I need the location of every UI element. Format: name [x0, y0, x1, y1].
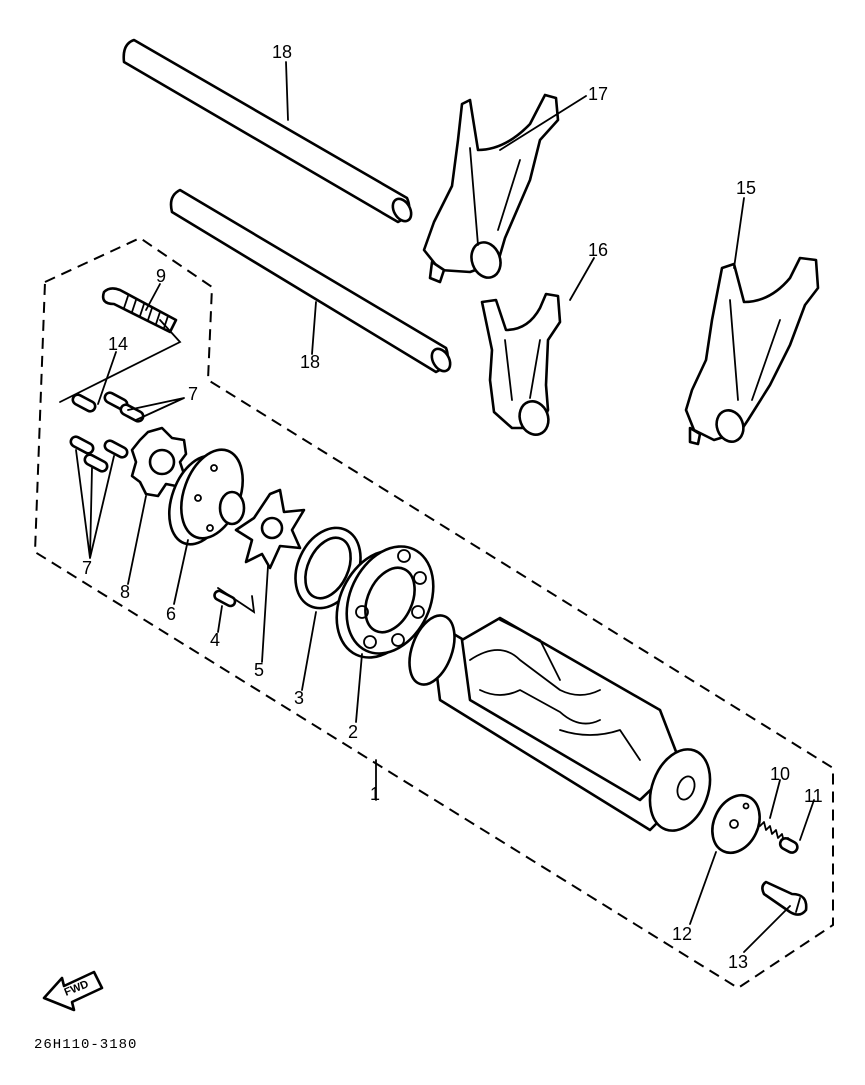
callout-5: 5 — [254, 660, 264, 680]
screw-13 — [761, 880, 808, 916]
callout-1: 1 — [370, 784, 380, 804]
callout-7-lower: 7 — [82, 558, 92, 578]
callout-9: 9 — [156, 266, 166, 286]
shift-drum-1 — [408, 614, 712, 832]
callout-16: 16 — [588, 240, 608, 260]
star-plate-5 — [234, 488, 306, 570]
pin-14 — [71, 393, 97, 413]
fork-guide-bar-bottom — [169, 188, 452, 374]
bearing-2 — [335, 545, 435, 659]
callout-8: 8 — [120, 582, 130, 602]
shift-fork-17 — [422, 93, 560, 284]
segment-8 — [130, 426, 188, 498]
shift-fork-15 — [684, 256, 820, 446]
callout-15: 15 — [736, 178, 756, 198]
callout-14: 14 — [108, 334, 128, 354]
pins-7-lower — [69, 435, 129, 473]
plunger-11 — [778, 836, 799, 854]
callout-13: 13 — [728, 952, 748, 972]
leader-lines — [59, 61, 815, 953]
assembly-boundary — [33, 236, 834, 990]
callout-6: 6 — [166, 604, 176, 624]
callout-18-top: 18 — [272, 42, 292, 62]
callout-4: 4 — [210, 630, 220, 650]
callout-2: 2 — [348, 722, 358, 742]
fork-guide-bar-top — [122, 38, 413, 224]
callout-7-upper: 7 — [188, 384, 198, 404]
callout-10: 10 — [770, 764, 790, 784]
callout-3: 3 — [294, 688, 304, 708]
segment-6 — [168, 448, 246, 546]
pins-7-upper — [103, 391, 145, 423]
diagram-code: 26H110-3180 — [34, 1037, 137, 1053]
forward-direction-arrow: FWD — [42, 970, 104, 1012]
callout-labels: 18 17 15 16 18 9 14 7 7 8 6 4 5 3 2 1 10… — [82, 42, 823, 972]
washer-12 — [711, 793, 761, 855]
callout-11: 11 — [804, 786, 823, 806]
callout-18-bottom: 18 — [300, 352, 320, 372]
callout-17: 17 — [588, 84, 608, 104]
oil-seal-3 — [294, 526, 362, 610]
callout-12: 12 — [672, 924, 692, 944]
shift-fork-16 — [480, 292, 562, 436]
screw-9 — [101, 287, 178, 334]
